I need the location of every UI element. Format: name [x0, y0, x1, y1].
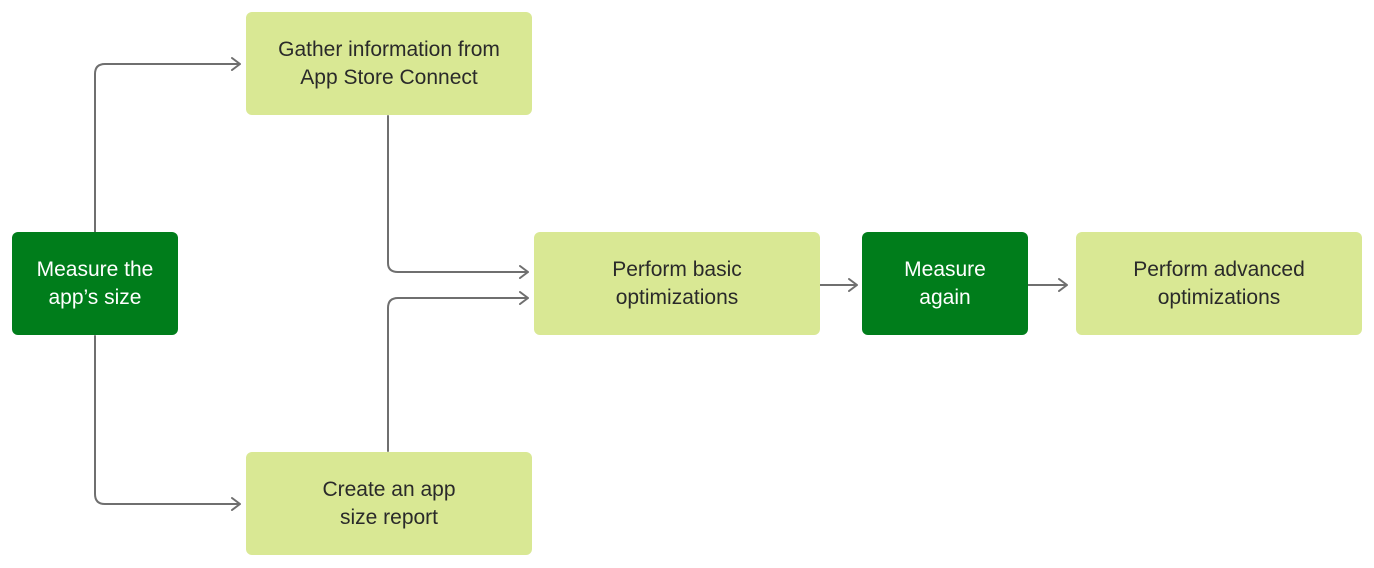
node-measure-again-line-1: Measure — [904, 257, 986, 281]
arrow-measure-to-gather — [94, 57, 241, 233]
node-size-report-label: Create an app size report — [322, 476, 455, 532]
arrow-gather-to-basic — [387, 115, 529, 279]
node-measure-size: Measure the app’s size — [12, 232, 178, 335]
arrow-again-to-advanced — [1027, 278, 1068, 292]
node-advanced-optimizations-line-1: Perform advanced — [1133, 257, 1305, 281]
node-measure-again: Measure again — [862, 232, 1028, 335]
node-measure-size-line-2: app’s size — [48, 285, 142, 309]
node-advanced-optimizations-line-2: optimizations — [1157, 285, 1281, 309]
node-advanced-optimizations: Perform advanced optimizations — [1076, 232, 1362, 335]
node-gather-info-line-1: Gather information from — [278, 37, 500, 61]
node-gather-info-label: Gather information from App Store Connec… — [278, 36, 500, 92]
node-size-report-line-2: size report — [339, 505, 439, 529]
node-gather-info: Gather information from App Store Connec… — [246, 12, 532, 115]
arrow-measure-to-report — [94, 335, 241, 511]
node-basic-optimizations-line-1: Perform basic — [612, 257, 742, 281]
node-size-report: Create an app size report — [246, 452, 532, 555]
node-advanced-optimizations-label: Perform advanced optimizations — [1133, 256, 1305, 312]
node-basic-optimizations-line-2: optimizations — [615, 285, 739, 309]
arrow-basic-to-again — [819, 278, 858, 292]
node-measure-size-label: Measure the app’s size — [37, 256, 154, 312]
node-measure-again-line-2: again — [919, 285, 971, 309]
arrow-report-to-basic — [387, 291, 529, 452]
node-measure-size-line-1: Measure the — [36, 257, 154, 281]
node-basic-optimizations: Perform basic optimizations — [534, 232, 820, 335]
node-size-report-line-1: Create an app — [322, 477, 456, 501]
node-gather-info-line-2: App Store Connect — [300, 65, 478, 89]
node-measure-again-label: Measure again — [904, 256, 986, 312]
node-basic-optimizations-label: Perform basic optimizations — [612, 256, 742, 312]
